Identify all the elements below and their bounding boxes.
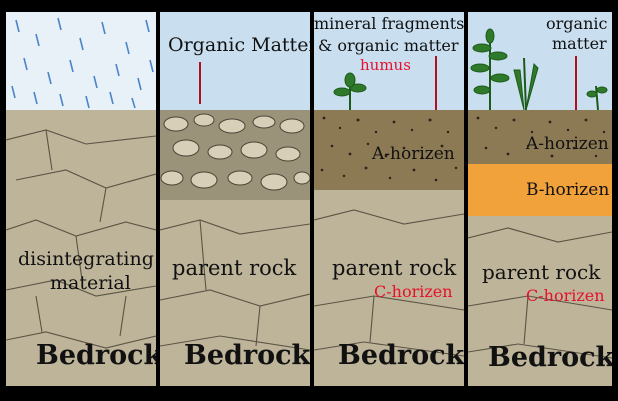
parent-rock-label: parent rock	[172, 256, 296, 280]
b-horizon-label: B-horizen	[526, 180, 609, 200]
bedrock-label: Bedrock	[184, 340, 310, 371]
parent-rock-label: parent rock	[482, 260, 600, 284]
rain-icon	[6, 12, 156, 110]
bedrock-ground: disintegrating material Bedrock	[6, 110, 156, 386]
rainy-sky	[6, 12, 156, 110]
bedrock-label: Bedrock	[488, 342, 612, 373]
soil-ground: A-horizen B-horizen parent rock C-horize…	[468, 110, 612, 386]
panel-stage-4: organic matter	[468, 12, 612, 386]
panel-stage-2: Organic Matter	[160, 12, 310, 386]
disintegrating-label-1: disintegrating	[18, 248, 154, 270]
bedrock-label: Bedrock	[36, 340, 156, 371]
c-horizon-label: C-horizen	[374, 282, 453, 301]
panel-stage-1: disintegrating material Bedrock	[6, 12, 156, 386]
soil-ground: A-horizen parent rock C-horizen Bedrock	[314, 110, 464, 386]
a-horizon-label: A-horizen	[526, 134, 609, 154]
panel-stage-3: mineral fragments & organic matter humus	[314, 12, 464, 386]
bedrock-ground: parent rock Bedrock	[160, 110, 310, 386]
c-horizon-label: C-horizen	[526, 286, 605, 305]
a-horizon-label: A-horizen	[372, 144, 455, 164]
parent-rock-label: parent rock	[332, 256, 456, 280]
disintegrating-label-2: material	[50, 272, 131, 294]
bedrock-label: Bedrock	[338, 340, 464, 371]
